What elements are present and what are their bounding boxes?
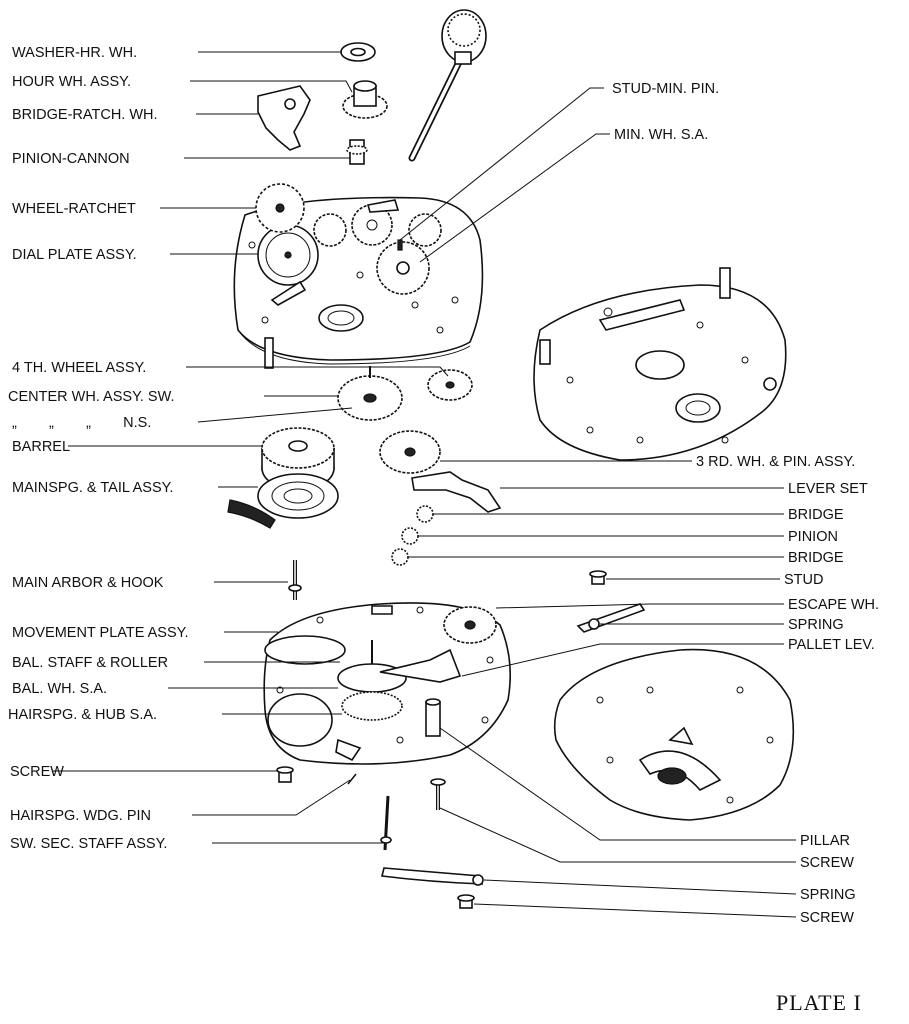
label-center-wh-assy-ns: „ „ „ N.S.: [12, 415, 151, 431]
label-bal-wh-sa: BAL. WH. S.A.: [12, 681, 107, 697]
label-hour-wh-assy: HOUR WH. ASSY.: [12, 74, 131, 90]
label-stud: STUD: [784, 572, 823, 588]
washer-drawing: [340, 42, 376, 62]
upper-right-plate-drawing: [533, 267, 787, 461]
label-screw-2: SCREW: [800, 910, 854, 926]
lower-right-plate-drawing: [553, 648, 795, 821]
barrel-drawing: [227, 427, 339, 529]
label-hairspg-hub-sa: HAIRSPG. & HUB S.A.: [8, 707, 157, 723]
right-labels: STUD-MIN. PIN. MIN. WH. S.A. 3 RD. WH. &…: [612, 81, 879, 926]
label-main-arbor-hook: MAIN ARBOR & HOOK: [12, 575, 164, 591]
wheels-drawing: [337, 366, 473, 474]
dial-plate-drawing: [233, 196, 484, 369]
label-dial-plate-assy: DIAL PLATE ASSY.: [12, 247, 137, 263]
pinion-cannon-drawing: [346, 139, 368, 165]
label-mainspg-tail-assy: MAINSPG. & TAIL ASSY.: [12, 480, 173, 496]
label-screw-left: SCREW: [10, 764, 64, 780]
label-sw-sec-staff-assy: SW. SEC. STAFF ASSY.: [10, 836, 167, 852]
label-bridge-ratch-wh: BRIDGE-RATCH. WH.: [12, 107, 158, 123]
label-bal-staff-roller: BAL. STAFF & ROLLER: [12, 655, 168, 671]
label-bridge-2: BRIDGE: [788, 550, 844, 566]
arbor-stud-drawing: [288, 560, 607, 600]
label-hairspg-wdg-pin: HAIRSPG. WDG. PIN: [10, 808, 151, 824]
label-screw-1: SCREW: [800, 855, 854, 871]
label-pinion: PINION: [788, 529, 838, 545]
label-movement-plate-assy: MOVEMENT PLATE ASSY.: [12, 625, 188, 641]
movement-plate-drawing: [263, 602, 512, 765]
label-barrel: BARREL: [12, 439, 70, 455]
bridge-ratchet-drawing: [257, 85, 311, 151]
label-center-wh-assy-sw: CENTER WH. ASSY. SW.: [8, 389, 175, 405]
ratchet-wheel-drawing: [255, 183, 305, 233]
plate-title: PLATE I: [776, 990, 862, 1015]
label-spring-1: SPRING: [788, 617, 844, 633]
label-stud-min-pin: STUD-MIN. PIN.: [612, 81, 719, 97]
label-min-wh-sa: MIN. WH. S.A.: [614, 127, 708, 143]
label-pallet-lev: PALLET LEV.: [788, 637, 875, 653]
label-pinion-cannon: PINION-CANNON: [12, 151, 130, 167]
leader-lines: [52, 51, 797, 918]
screws-drawing: [276, 766, 484, 909]
hour-wheel-drawing: [342, 80, 388, 119]
label-escape-wh: ESCAPE WH.: [788, 597, 879, 613]
label-wheel-ratchet: WHEEL-RATCHET: [12, 201, 136, 217]
left-labels: WASHER-HR. WH. HOUR WH. ASSY. BRIDGE-RAT…: [8, 45, 188, 852]
crown-stem-drawing: [408, 9, 487, 162]
lever-bridge-drawing: [391, 471, 502, 566]
escape-spring-drawing: [576, 603, 646, 633]
label-spring-2: SPRING: [800, 887, 856, 903]
label-washer-hr-wh: WASHER-HR. WH.: [12, 45, 137, 61]
label-lever-set: LEVER SET: [788, 481, 868, 497]
label-3rd-wh-pin-assy: 3 RD. WH. & PIN. ASSY.: [696, 454, 855, 470]
label-pillar: PILLAR: [800, 833, 850, 849]
label-4th-wheel-assy: 4 TH. WHEEL ASSY.: [12, 360, 146, 376]
label-bridge-1: BRIDGE: [788, 507, 844, 523]
